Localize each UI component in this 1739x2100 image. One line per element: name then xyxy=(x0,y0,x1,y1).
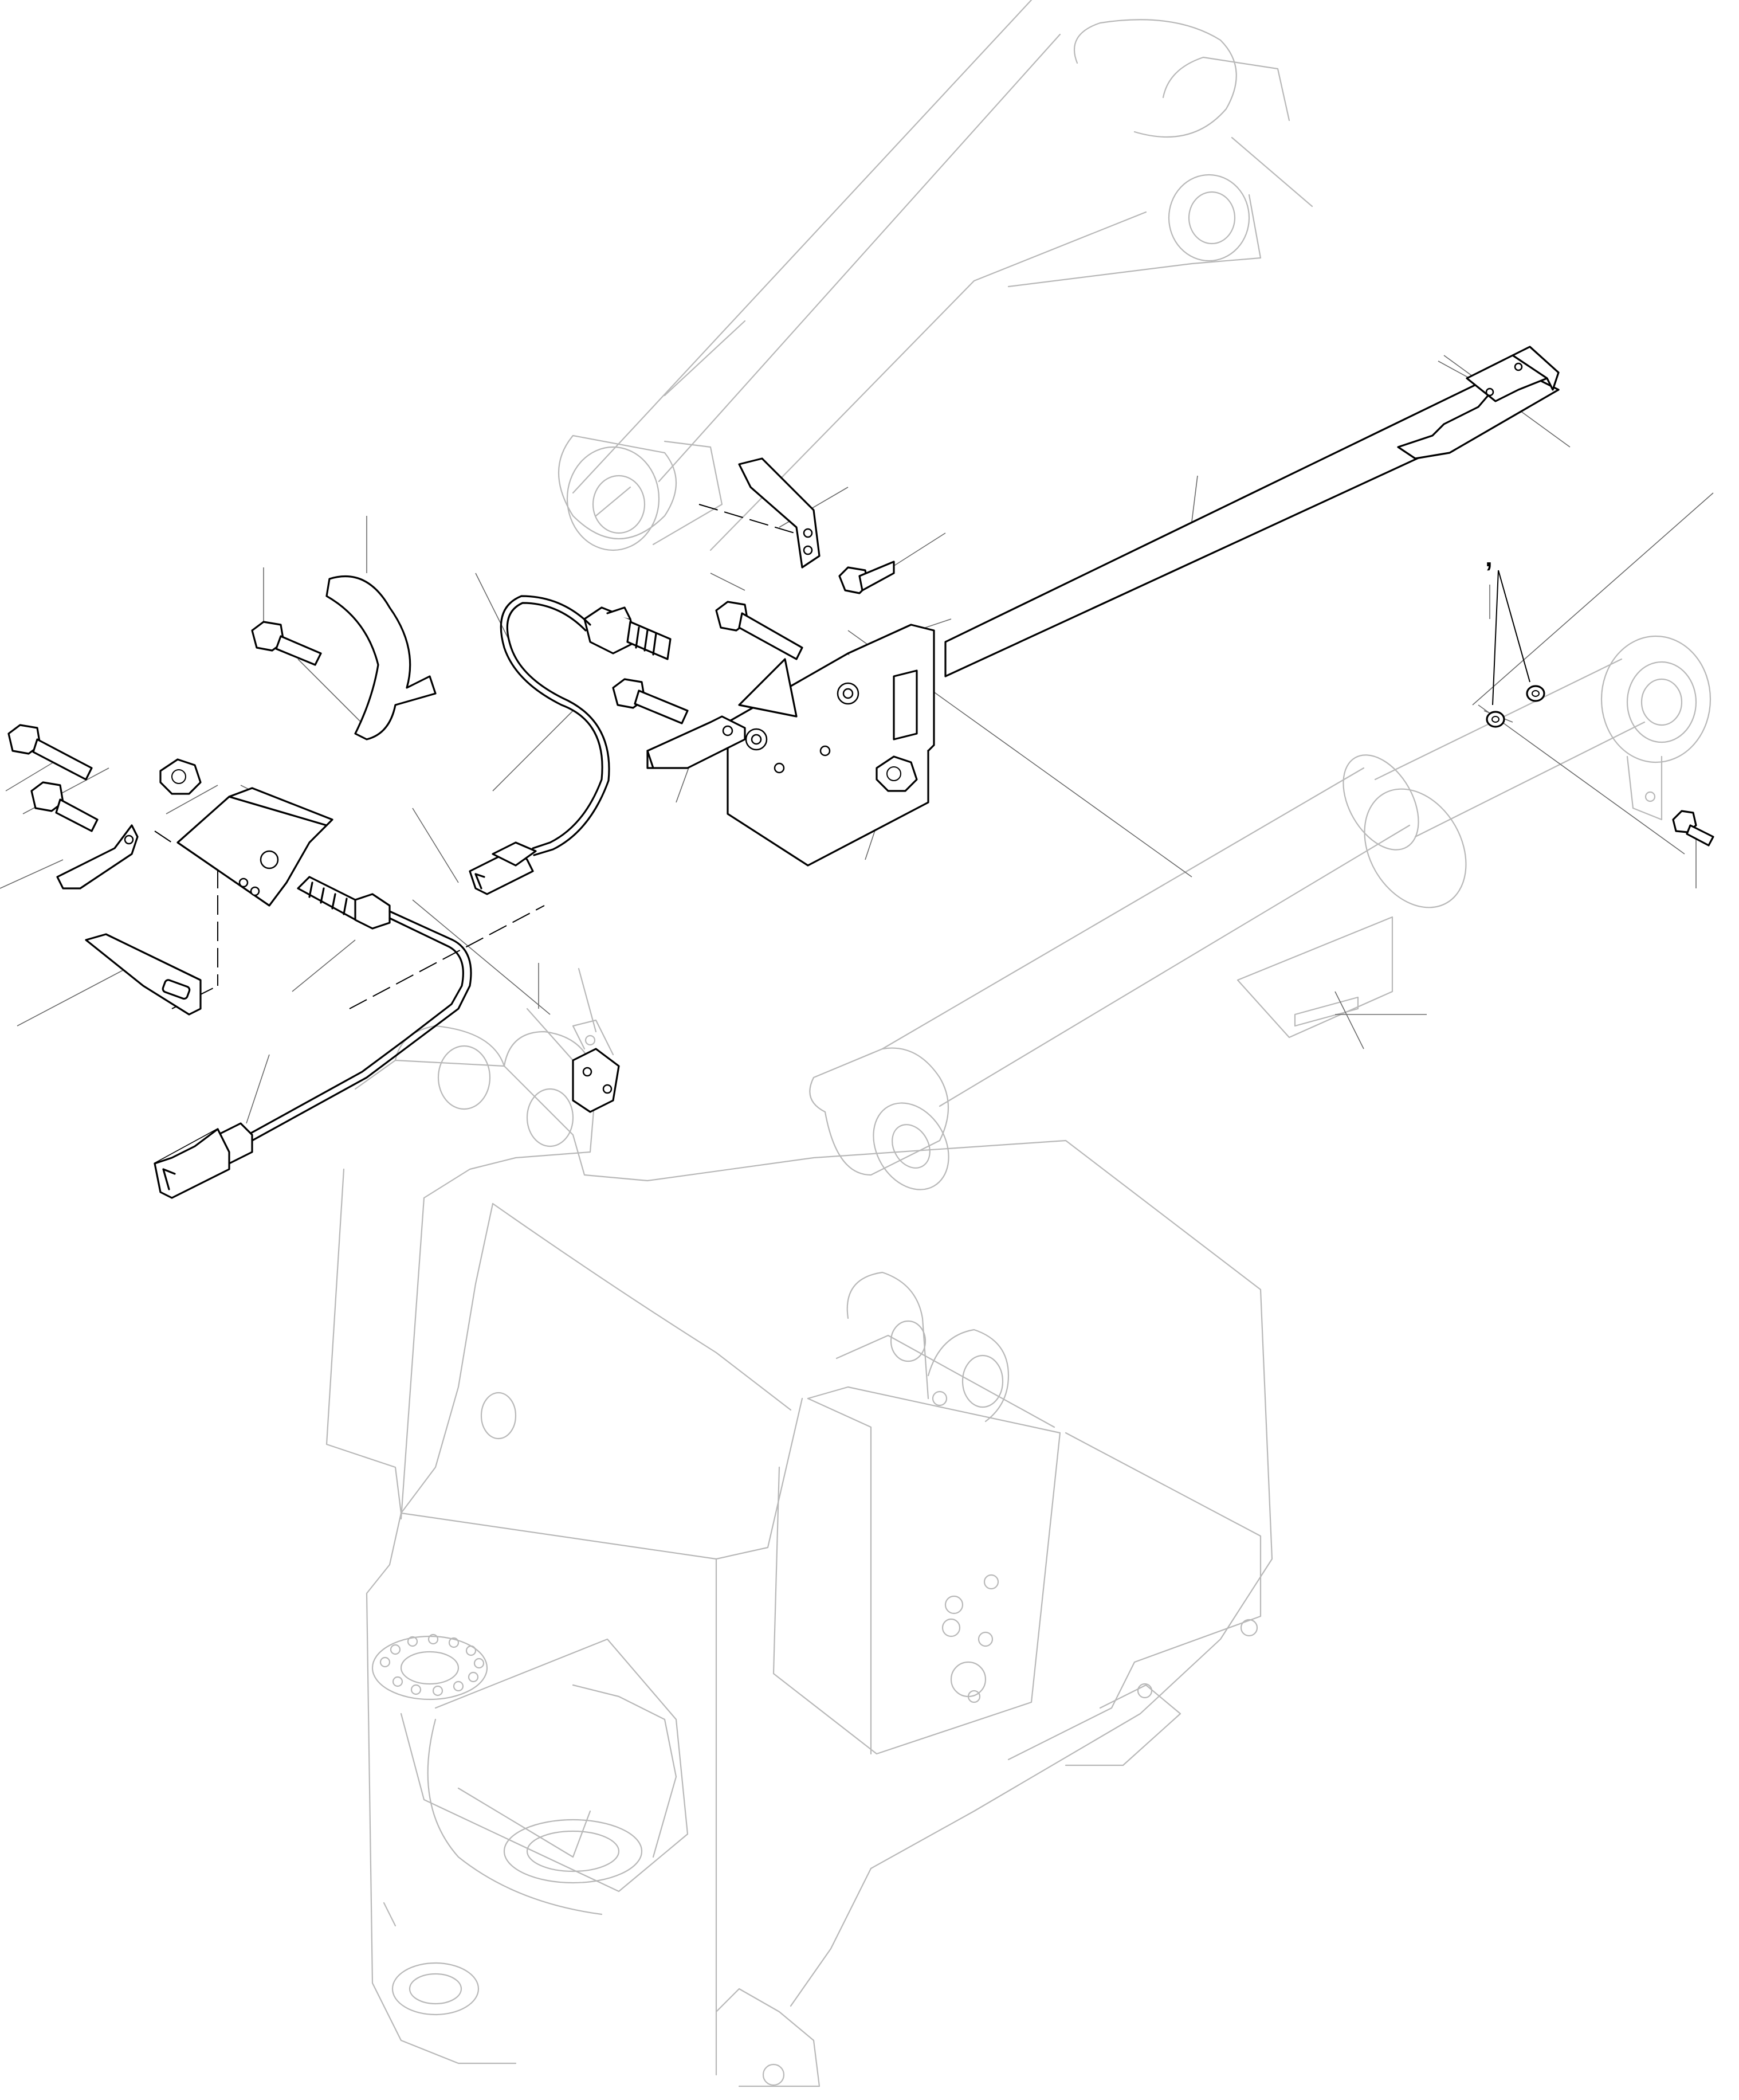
flange-bolt xyxy=(1672,810,1714,847)
terminal-tab xyxy=(56,824,139,890)
assembly-axes xyxy=(154,504,814,1009)
callout-mark: , xyxy=(1485,542,1493,572)
ghost-frame xyxy=(325,486,1711,2087)
spark-plug-sensor-with-cable xyxy=(500,595,672,856)
mounting-bracket xyxy=(727,624,935,867)
flange-bolt xyxy=(30,781,99,832)
curved-clip xyxy=(325,575,437,741)
hex-nut xyxy=(159,758,202,795)
small-plate xyxy=(572,1048,620,1113)
angle-plate xyxy=(176,787,333,907)
ghost-bolt-circle xyxy=(379,1633,485,1697)
flange-bolt xyxy=(715,601,803,660)
sensor-rod-with-cable xyxy=(154,876,472,1199)
flange-bolt xyxy=(838,561,895,594)
ghost-upper-boom xyxy=(558,0,1313,551)
washers: , xyxy=(1485,542,1545,728)
terminal-tab xyxy=(646,715,746,769)
flange-bolt xyxy=(612,678,689,724)
long-rail xyxy=(944,346,1560,677)
angle-bracket-upper xyxy=(738,457,821,569)
pointer-plate xyxy=(85,933,202,1016)
flange-bolt xyxy=(251,621,322,666)
hex-nut xyxy=(876,755,918,792)
connector-plug xyxy=(469,841,537,895)
flange-bolt xyxy=(7,724,93,781)
